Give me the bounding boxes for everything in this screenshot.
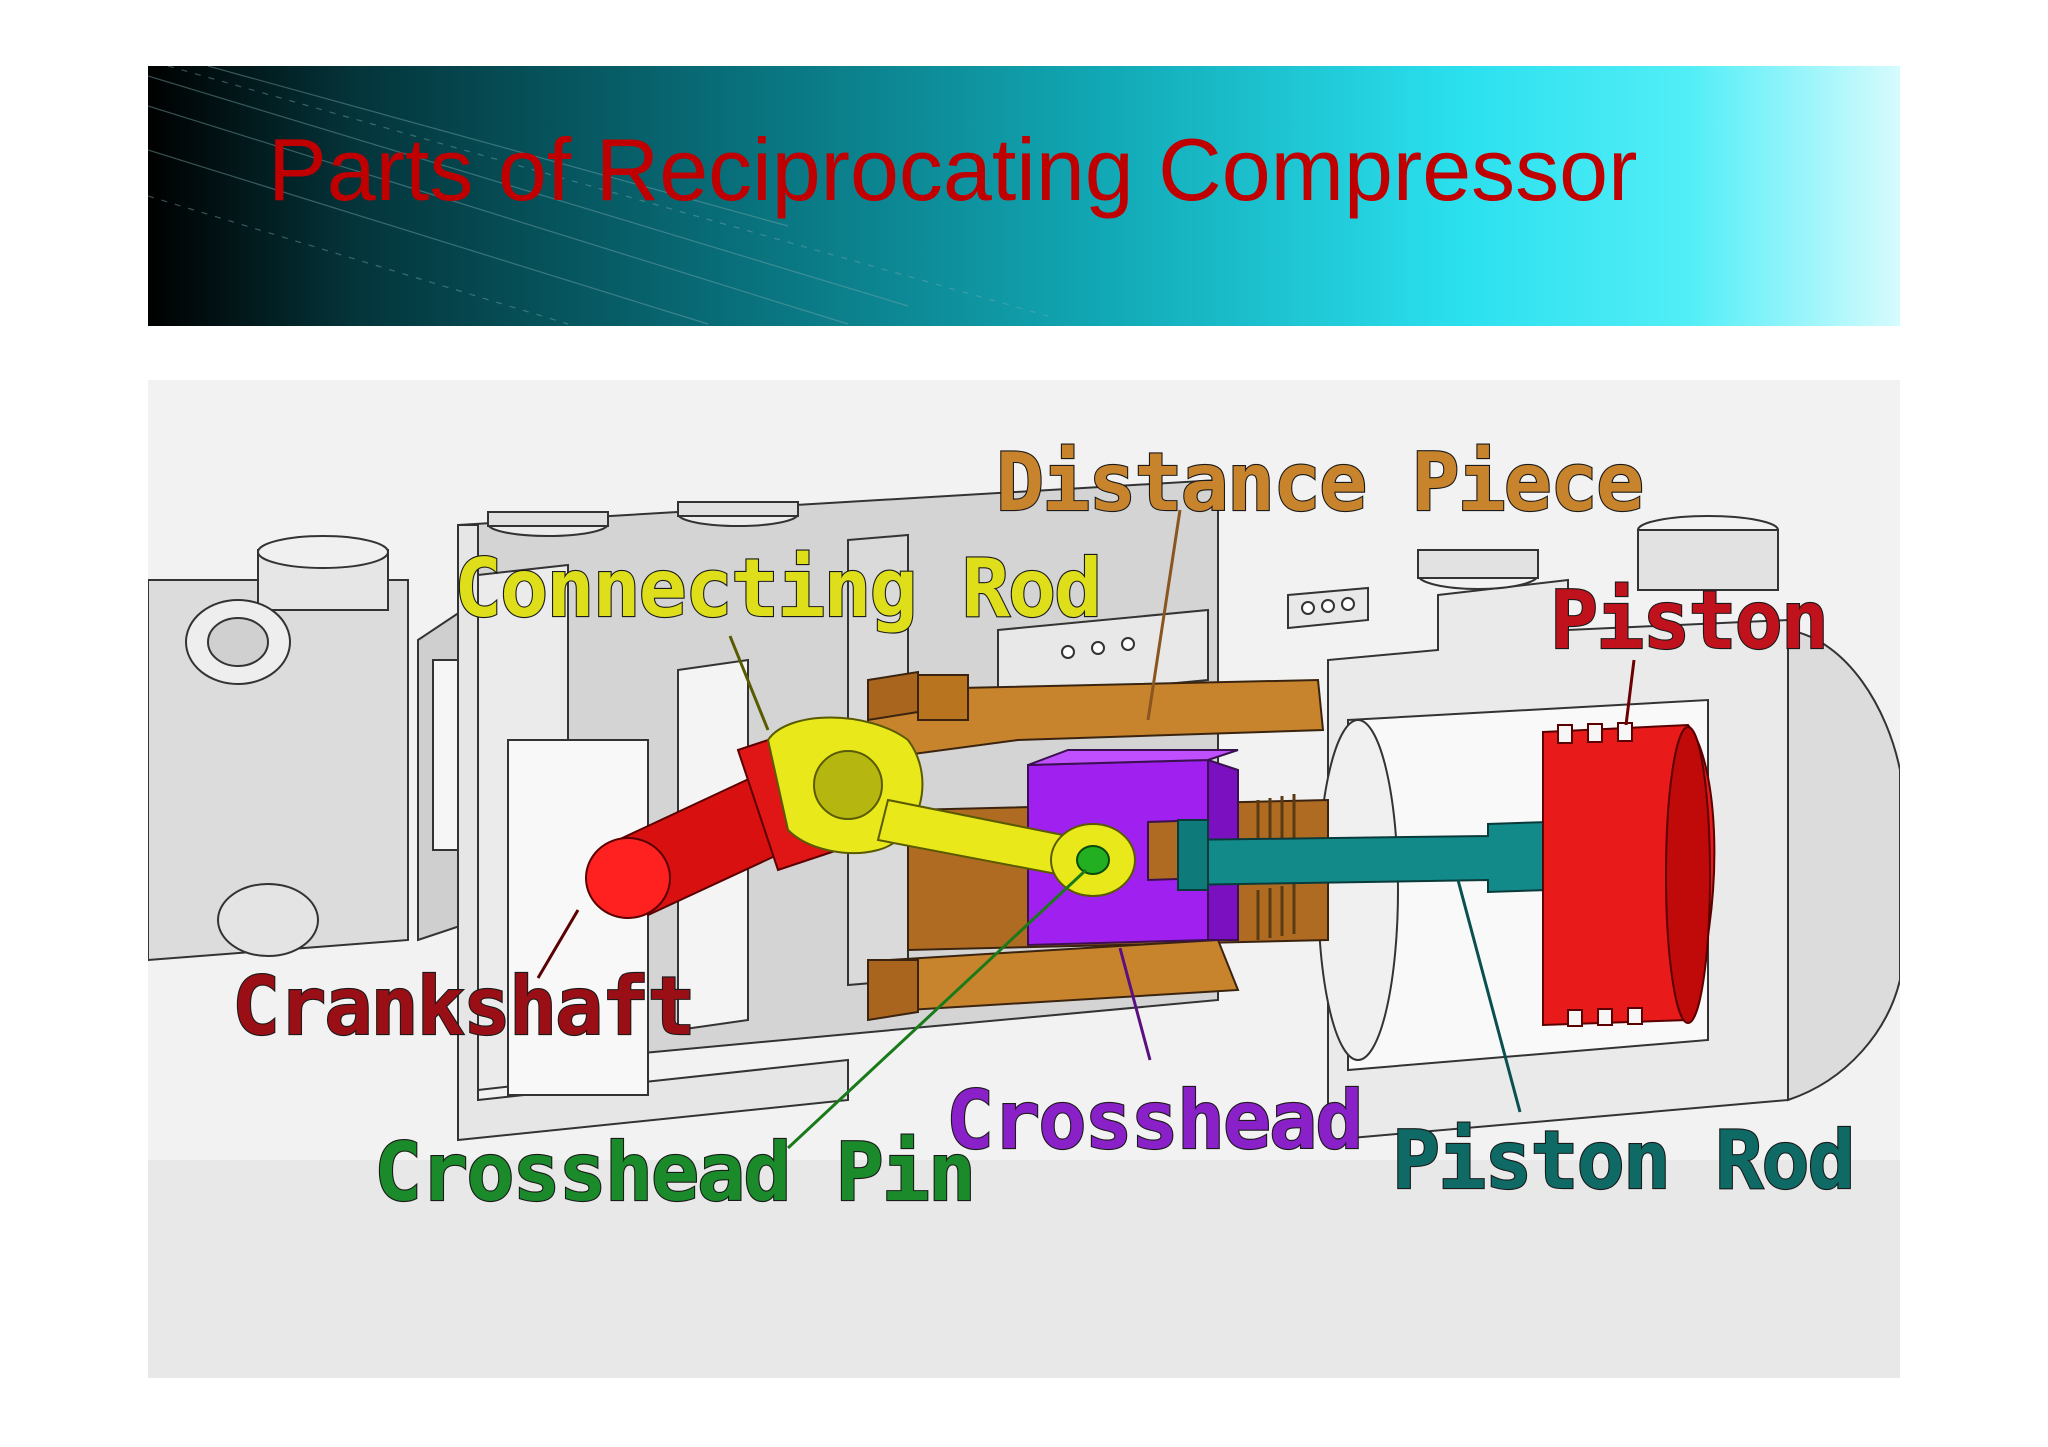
crosshead-pin [1076,845,1110,875]
banner-decoration [148,66,1049,325]
title-banner: Parts of Reciprocating Compressor [148,66,1900,326]
label-connecting-rod: Connecting Rod [454,542,1100,635]
leader-lines [536,509,1636,1150]
label-piston-rod: Piston Rod [1392,1114,1854,1207]
connecting-rod [766,716,1136,897]
piston-rod [1177,819,1629,894]
crosshead [1027,749,1239,947]
leader-piston-rod [1456,879,1522,1113]
slide-title: Parts of Reciprocating Compressor [268,120,1638,219]
leader-piston [1624,659,1636,726]
leader-connecting-rod [728,635,770,731]
label-distance-piece: Distance Piece [996,436,1642,529]
leader-crankshaft [536,909,580,979]
label-piston: Piston [1550,574,1827,667]
compressor-diagram: Distance Piece Connecting Rod Piston Cra… [148,380,1900,1378]
label-crosshead-pin: Crosshead Pin [374,1126,974,1219]
label-crosshead: Crosshead [946,1074,1361,1167]
leader-distance-piece [1146,509,1182,721]
piston [1542,722,1716,1027]
leader-crosshead-pin [786,868,1088,1150]
floor-shadow [148,1160,1900,1378]
leader-crosshead [1118,947,1152,1061]
label-crankshaft: Crankshaft [232,960,694,1053]
